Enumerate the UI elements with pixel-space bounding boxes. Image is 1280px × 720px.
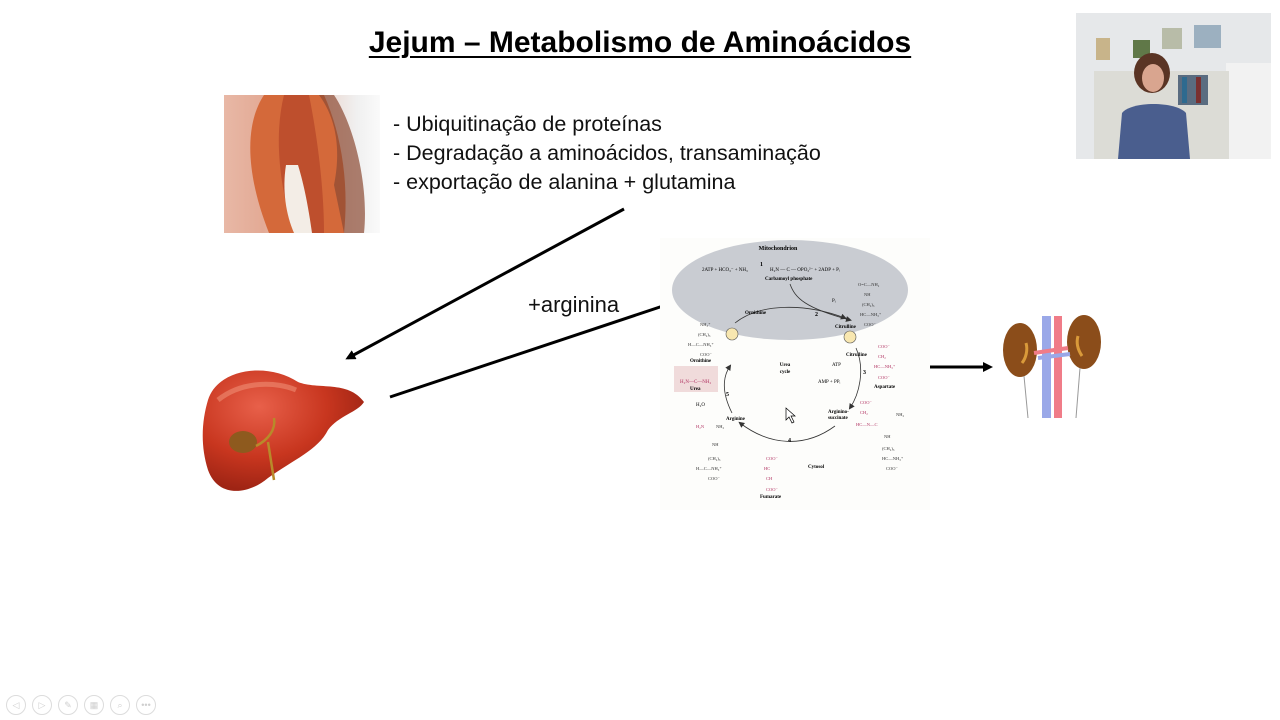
svg-text:NH₂: NH₂ <box>716 424 724 429</box>
argininosuccinate-structure: COO⁻ CH₂ HC—N—C NH₂ NH (CH₂)₃ HC—NH₃⁺ COO⁻ <box>856 400 904 471</box>
label-citrulline-cyto: Citrulline <box>846 353 868 358</box>
zoom-icon: ⌕ <box>117 699 123 710</box>
label-carbamoyl: Carbamoyl phosphate <box>765 277 813 282</box>
label-product-1: H₂N — C — OPO₃²⁻ + 2ADP + Pᵢ <box>770 267 840 273</box>
arginine-label: +arginina <box>528 292 620 317</box>
liver-drawing <box>202 370 364 491</box>
label-urea-cycle-2: cycle <box>780 370 791 375</box>
liver-image <box>198 360 370 500</box>
label-urea: Urea <box>690 387 701 392</box>
svg-text:COO⁻: COO⁻ <box>886 466 899 471</box>
urea-formula: H₂N—C—NH₂ <box>680 380 712 385</box>
label-ornithine: Ornithine <box>690 359 712 364</box>
bullet-item: - exportação de alanina + glutamina <box>393 170 736 194</box>
svg-text:COO⁻: COO⁻ <box>700 352 713 357</box>
label-h2o: H₂O <box>696 403 705 408</box>
svg-text:HC—NH₃⁺: HC—NH₃⁺ <box>860 312 882 317</box>
muscle-image <box>224 95 380 233</box>
label-mitochondrion: Mitochondrion <box>759 246 798 252</box>
label-aspartate: Aspartate <box>874 385 896 390</box>
mouse-cursor <box>785 407 796 424</box>
svg-text:COO⁻: COO⁻ <box>878 344 891 349</box>
svg-text:(CH₂)₃: (CH₂)₃ <box>882 446 895 451</box>
citrulline-transporter <box>843 330 857 344</box>
svg-text:HC: HC <box>764 466 770 471</box>
citrulline-structure: O=C—NH₂ NH (CH₂)₃ HC—NH₃⁺ COO⁻ <box>858 282 882 327</box>
svg-text:CH₂: CH₂ <box>860 410 868 415</box>
slide-title: Jejum – Metabolismo de Aminoácidos <box>368 26 912 59</box>
svg-text:HC—N—C: HC—N—C <box>856 422 878 427</box>
webcam-frame <box>1076 13 1271 159</box>
label-citrulline-mito: Citrulline <box>835 325 857 330</box>
urea-cycle-diagram: Mitochondrion 2ATP + HCO₃⁻ + NH₃ 1 H₂N —… <box>660 238 930 510</box>
svg-text:COO⁻: COO⁻ <box>878 375 891 380</box>
svg-text:NH: NH <box>864 292 871 297</box>
svg-text:H—C—NH₃⁺: H—C—NH₃⁺ <box>696 466 722 471</box>
step-4: 4 <box>788 438 791 444</box>
next-slide-button[interactable]: ▷ <box>32 695 52 715</box>
svg-text:H₂N: H₂N <box>696 424 705 429</box>
svg-text:(CH₂)₃: (CH₂)₃ <box>862 302 875 307</box>
more-icon: ••• <box>141 700 151 710</box>
next-icon: ▷ <box>38 699 46 710</box>
step-2: 2 <box>815 312 818 318</box>
svg-text:H—C—NH₃⁺: H—C—NH₃⁺ <box>688 342 714 347</box>
ornithine-transporter <box>725 327 739 341</box>
svg-text:COO⁻: COO⁻ <box>864 322 877 327</box>
label-urea-cycle-1: Urea <box>780 363 791 368</box>
svg-text:CH: CH <box>766 476 773 481</box>
label-argininosuccinate-2: succinate <box>828 416 849 421</box>
svg-text:NH: NH <box>712 442 719 447</box>
label-pi: Pᵢ <box>832 299 836 304</box>
svg-text:HC—NH₃⁺: HC—NH₃⁺ <box>882 456 904 461</box>
svg-text:NH₂: NH₂ <box>896 412 904 417</box>
arginine-structure: H₂N NH₂ NH (CH₂)₃ H—C—NH₃⁺ COO⁻ <box>696 424 724 481</box>
arrow-muscle-to-liver <box>345 207 625 360</box>
bullet-item: - Ubiquitinação de proteínas <box>393 112 662 136</box>
svg-text:NH₃⁺: NH₃⁺ <box>700 322 711 327</box>
svg-text:COO⁻: COO⁻ <box>766 487 779 492</box>
mitochondrion-region <box>672 240 908 340</box>
muscle-drawing <box>250 95 365 233</box>
see-all-slides-button[interactable]: ▦ <box>84 695 104 715</box>
svg-text:NH: NH <box>884 434 891 439</box>
ornithine-structure: NH₃⁺ (CH₂)₃ H—C—NH₃⁺ COO⁻ <box>688 322 714 357</box>
urea-cycle-svg: Mitochondrion 2ATP + HCO₃⁻ + NH₃ 1 H₂N —… <box>660 238 930 510</box>
label-amp: AMP + PPᵢ <box>818 380 841 385</box>
svg-text:HC—NH₃⁺: HC—NH₃⁺ <box>874 364 896 369</box>
presenter-webcam <box>1076 13 1271 159</box>
pen-icon: ✎ <box>64 699 72 710</box>
svg-text:(CH₂)₃: (CH₂)₃ <box>708 456 721 461</box>
zoom-button[interactable]: ⌕ <box>110 695 130 715</box>
svg-text:COO⁻: COO⁻ <box>766 456 779 461</box>
svg-text:O=C—NH₂: O=C—NH₂ <box>858 282 880 287</box>
kidney-image <box>998 308 1106 423</box>
label-atp: ATP <box>832 363 841 368</box>
bullet-list: - Ubiquitinação de proteínas - Degradaçã… <box>393 110 821 197</box>
svg-text:COO⁻: COO⁻ <box>708 476 721 481</box>
step-5: 5 <box>726 392 729 398</box>
step-1: 1 <box>760 262 763 268</box>
urea-box <box>674 366 718 392</box>
label-cytosol: Cytosol <box>808 465 825 470</box>
svg-text:COO⁻: COO⁻ <box>860 400 873 405</box>
label-arginine: Arginine <box>726 417 746 422</box>
svg-text:(CH₂)₃: (CH₂)₃ <box>698 332 711 337</box>
kidney-drawing <box>1003 315 1101 419</box>
label-ornithine-mito: Ornithine <box>745 311 767 316</box>
slides-icon: ▦ <box>89 699 99 710</box>
svg-text:CH₂: CH₂ <box>878 354 886 359</box>
label-argininosuccinate-1: Arginino- <box>828 410 849 415</box>
previous-slide-button[interactable]: ◁ <box>6 695 26 715</box>
more-options-button[interactable]: ••• <box>136 695 156 715</box>
label-fumarate: Fumarate <box>760 495 782 500</box>
step-3: 3 <box>863 370 866 376</box>
pen-button[interactable]: ✎ <box>58 695 78 715</box>
previous-icon: ◁ <box>12 699 20 710</box>
fumarate-structure: COO⁻ HC CH COO⁻ <box>764 456 779 492</box>
bullet-item: - Degradação a aminoácidos, transaminaçã… <box>393 141 821 165</box>
label-reaction-1: 2ATP + HCO₃⁻ + NH₃ <box>702 268 748 273</box>
aspartate-structure: COO⁻ CH₂ HC—NH₃⁺ COO⁻ <box>874 344 896 380</box>
slideshow-controls: ◁ ▷ ✎ ▦ ⌕ ••• <box>6 695 156 715</box>
